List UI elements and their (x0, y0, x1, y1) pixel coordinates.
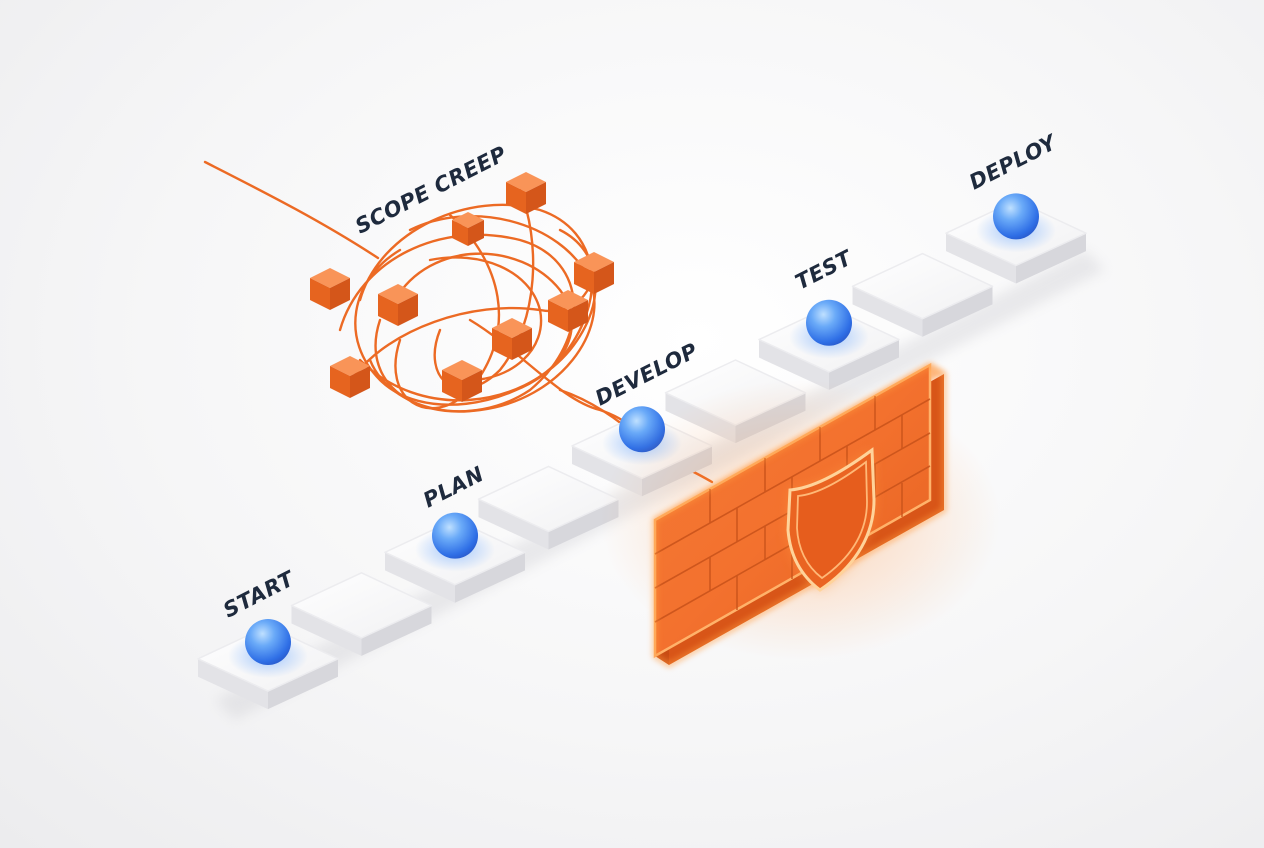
orb-icon (993, 193, 1039, 240)
stage-label-deploy: DEPLOY (965, 130, 1061, 195)
shield-icon (786, 447, 876, 592)
stage-label-test: TEST (791, 245, 857, 294)
path-tile (290, 572, 433, 656)
cube-icon (492, 318, 532, 360)
cube-icon (574, 252, 614, 294)
stage-deploy: DEPLOY (965, 130, 1061, 253)
stage-label-plan: PLAN (419, 462, 487, 513)
cube-icon (452, 212, 484, 246)
orb-icon (432, 512, 478, 559)
cube-icon (442, 360, 482, 402)
cube-icon (310, 268, 350, 310)
path-tile (851, 252, 994, 337)
cube-icon (330, 356, 370, 398)
tangle-nodes (310, 172, 614, 402)
scope-creep-label: SCOPE CREEP (351, 141, 510, 238)
orb-icon (806, 299, 852, 346)
cube-icon (378, 284, 418, 326)
orb-icon (245, 619, 291, 665)
cube-icon (506, 172, 546, 214)
stage-label-start: START (219, 566, 299, 622)
path-tile (477, 465, 620, 550)
scope-barrier (600, 362, 1000, 668)
cube-icon (548, 290, 588, 332)
